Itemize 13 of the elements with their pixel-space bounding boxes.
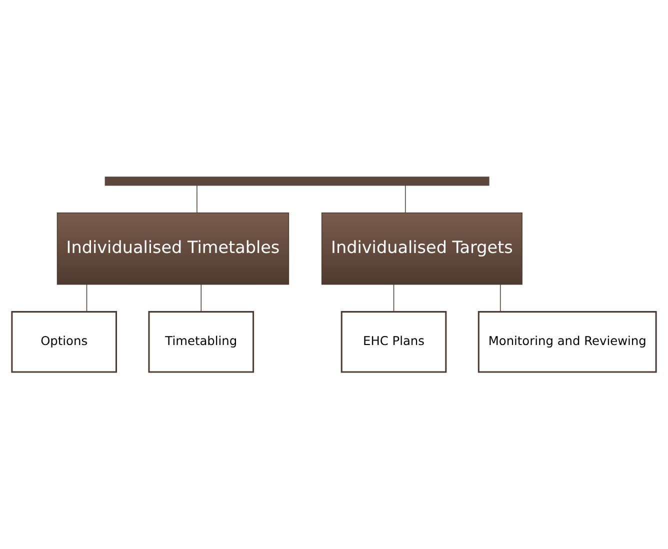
- connector: [196, 185, 198, 213]
- node-box: Individualised Targets: [321, 212, 522, 285]
- node-box: Monitoring and Reviewing: [478, 311, 657, 373]
- connector: [405, 185, 406, 213]
- connector: [500, 284, 501, 312]
- node-box: Individualised Timetables: [56, 212, 290, 285]
- connector: [200, 284, 202, 312]
- connector: [393, 284, 394, 312]
- connector: [86, 284, 88, 312]
- node-box: EHC Plans: [340, 311, 447, 373]
- node-bar: [104, 176, 490, 186]
- node-box: Timetabling: [148, 311, 254, 373]
- node-box: Options: [11, 311, 118, 373]
